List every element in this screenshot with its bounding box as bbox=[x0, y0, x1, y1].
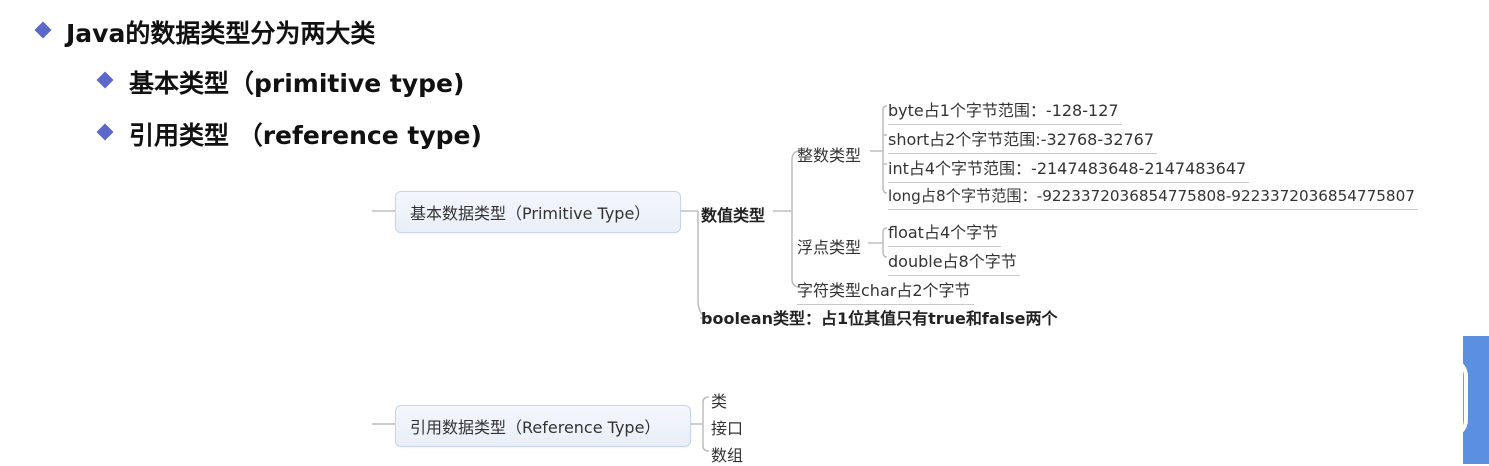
primitive-type-node: 基本数据类型（Primitive Type） bbox=[395, 191, 681, 233]
float-item-double: double占8个字节 bbox=[888, 248, 1020, 276]
integer-item-byte: byte占1个字节范围：-128-127 bbox=[888, 97, 1122, 125]
boolean-type-label: boolean类型：占1位其值只有true和false两个 bbox=[701, 309, 1058, 328]
reference-item-interface: 接口 bbox=[711, 419, 744, 438]
play-logo-icon[interactable] bbox=[1382, 358, 1468, 438]
reference-item-class: 类 bbox=[711, 392, 728, 411]
subheading-reference: 引用类型 （reference type) bbox=[129, 121, 482, 150]
integer-type-label: 整数类型 bbox=[797, 146, 862, 165]
subheading-primitive: 基本类型（primitive type) bbox=[129, 69, 465, 98]
integer-item-long: long占8个字节范围：-9223372036854775808-9223372… bbox=[888, 184, 1418, 210]
reference-type-node: 引用数据类型（Reference Type） bbox=[395, 405, 691, 447]
main-heading: Java的数据类型分为两大类 bbox=[66, 19, 376, 48]
reference-item-array: 数组 bbox=[711, 446, 744, 465]
integer-item-int: int占4个字节范围：-2147483648-2147483647 bbox=[888, 155, 1250, 183]
char-type-label: 字符类型char占2个字节 bbox=[797, 277, 974, 305]
numeric-type-label: 数值类型 bbox=[701, 206, 766, 225]
float-item-float: float占4个字节 bbox=[888, 219, 1002, 247]
float-type-label: 浮点类型 bbox=[797, 238, 862, 257]
integer-item-short: short占2个字节范围:-32768-32767 bbox=[888, 126, 1158, 154]
